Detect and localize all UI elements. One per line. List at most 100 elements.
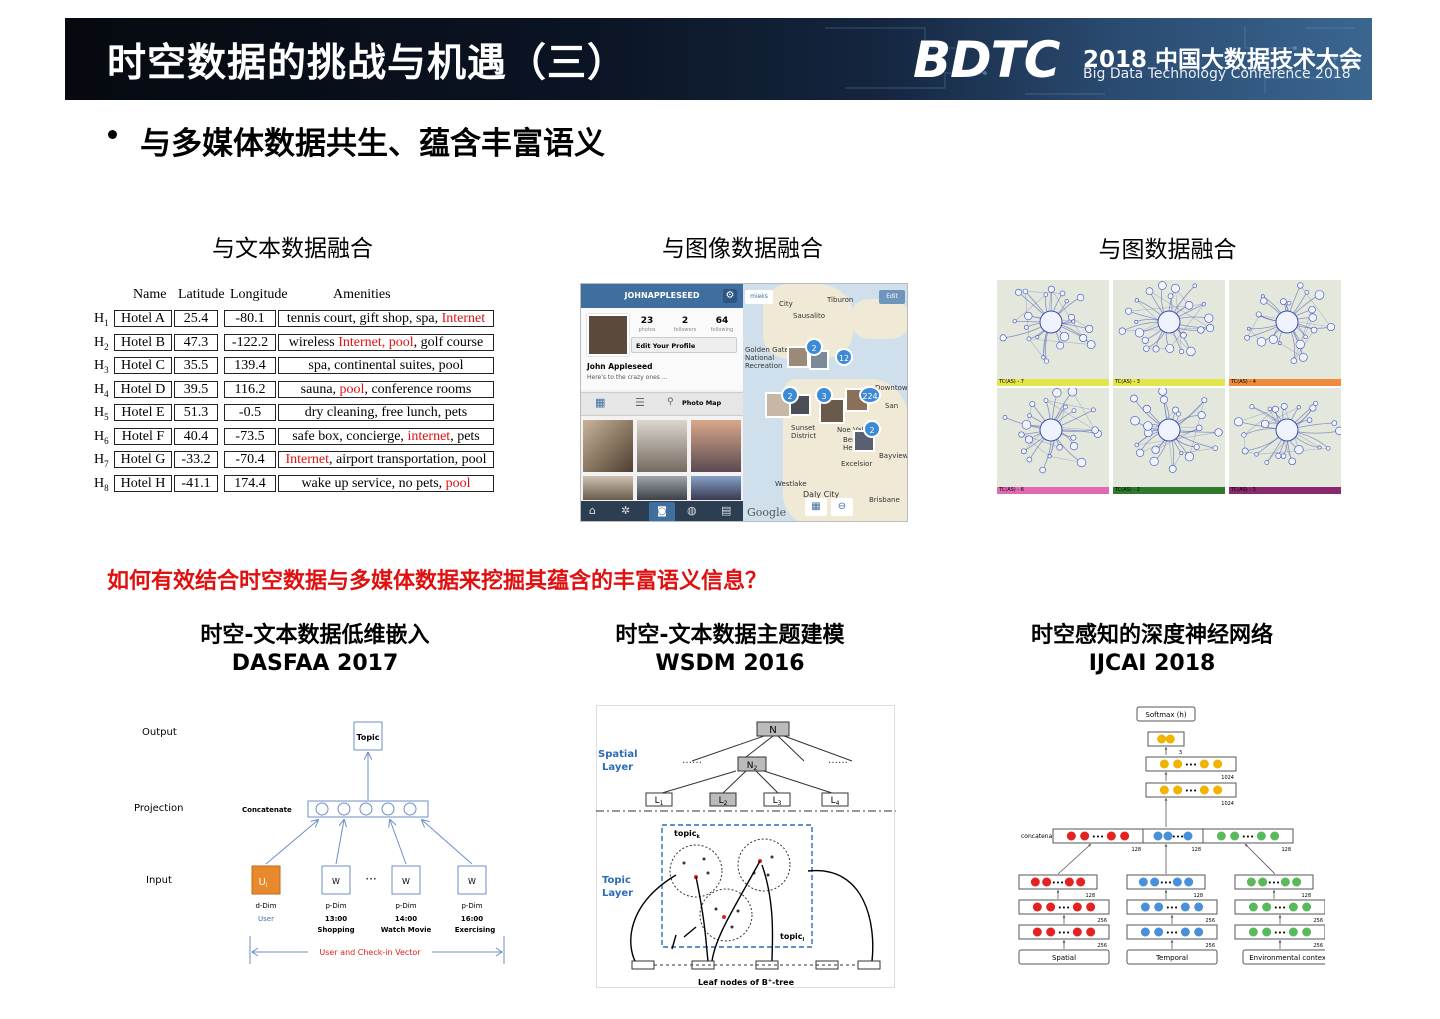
neuron xyxy=(1032,927,1042,937)
leaf-node xyxy=(763,792,791,807)
amenity-text: wake up service, no pets, xyxy=(301,475,446,491)
amenity-highlight: Internet, pool xyxy=(338,334,414,350)
followers-count: 2 xyxy=(681,316,689,326)
col-header-amenities: Amenities xyxy=(333,287,391,302)
checkin-time: 16:00 xyxy=(461,915,483,923)
user-label: User xyxy=(258,915,274,923)
map-edit-button[interactable]: Edit xyxy=(879,290,905,304)
hotel-id: H1 xyxy=(94,311,109,328)
avatar xyxy=(587,314,629,356)
map-label: San xyxy=(885,402,899,410)
method-venue: WSDM 2016 xyxy=(655,651,805,676)
neuron xyxy=(1248,927,1258,937)
branch-layer xyxy=(1126,874,1206,890)
graph-panel: TC(AS) - 2 xyxy=(1113,388,1225,494)
arrow-head xyxy=(1245,844,1248,847)
neuron xyxy=(1194,902,1204,912)
photo-thumbnail[interactable] xyxy=(637,476,687,500)
neuron xyxy=(1262,902,1272,912)
photo-thumbnail[interactable] xyxy=(583,476,633,500)
graph-panel: TC(AS) - 7 xyxy=(997,280,1109,386)
topic-arrows xyxy=(630,860,874,964)
edit-profile-button[interactable]: Edit Your Profile xyxy=(631,337,737,353)
news-icon[interactable]: ◍ xyxy=(687,504,697,517)
camera-icon[interactable]: ◙ xyxy=(649,502,675,521)
neuron xyxy=(1030,877,1040,887)
input-feature-box xyxy=(1126,949,1218,965)
profile-icon[interactable]: ▤ xyxy=(721,504,732,517)
neuron xyxy=(1194,927,1204,937)
explore-icon[interactable]: ✲ xyxy=(621,504,631,517)
hotel-id: H5 xyxy=(94,405,109,422)
grid-view-icon[interactable]: ▦ xyxy=(595,396,606,409)
home-icon[interactable]: ⌂ xyxy=(589,504,596,517)
grid-icon[interactable]: ▦ xyxy=(805,498,827,516)
neuron xyxy=(1159,785,1169,795)
photo-thumbnail[interactable] xyxy=(691,420,741,472)
map-count-pin[interactable]: 2 xyxy=(863,420,881,438)
neuron xyxy=(1172,877,1182,887)
map-view[interactable]: mieks Edit City Tiburon Sausalito Golden… xyxy=(743,284,908,521)
photo-thumbnail[interactable] xyxy=(583,420,633,472)
input-feature-label: Temporal xyxy=(1155,954,1188,962)
bullet-text: 与多媒体数据共生、蕴含丰富语义 xyxy=(140,126,605,162)
ellipsis: ••• xyxy=(1058,904,1070,912)
neuron xyxy=(1199,759,1209,769)
topic-box xyxy=(353,721,383,751)
photo-map-button[interactable]: Photo Map xyxy=(682,399,722,407)
map-user-chip[interactable]: mieks xyxy=(745,290,773,304)
map-count-pin[interactable]: 12 xyxy=(835,348,853,366)
map-label: Bayview xyxy=(879,452,908,460)
cell-amenities: dry cleaning, free lunch, pets xyxy=(278,404,494,421)
method-venue: IJCAI 2018 xyxy=(1088,651,1216,676)
neuron xyxy=(1248,902,1258,912)
map-photo-cluster[interactable] xyxy=(787,346,809,368)
dnn-diagram: Softmax (h) concatenate 3•••1024•••1024•… xyxy=(1018,706,1325,965)
arrow-head xyxy=(1164,798,1168,801)
neuron xyxy=(1213,785,1223,795)
map-label: Sunset District xyxy=(791,424,817,440)
map-count-pin[interactable]: 2 xyxy=(781,386,799,404)
svg-text:……: …… xyxy=(682,755,702,766)
graph-panel: TC(AS) - 5 xyxy=(1229,388,1341,494)
neuron xyxy=(1157,734,1167,744)
cell-lat: 35.5 xyxy=(174,357,218,374)
cell-lon: 139.4 xyxy=(224,357,276,374)
ellipsis: ••• xyxy=(1092,833,1104,841)
zoom-out-icon[interactable]: ⊖ xyxy=(831,498,853,516)
caption-bracket xyxy=(249,936,505,964)
projection-units xyxy=(315,802,417,816)
map-count-pin[interactable]: 3 xyxy=(815,386,833,404)
amenity-highlight: Internet xyxy=(441,311,486,326)
cell-lat: 39.5 xyxy=(174,380,218,398)
map-photo-cluster[interactable] xyxy=(765,392,791,418)
list-view-icon[interactable]: ☰ xyxy=(635,396,645,409)
profile-username: JOHNAPPLESEED xyxy=(581,284,743,308)
neuron xyxy=(1032,902,1042,912)
neuron xyxy=(1183,831,1193,841)
photo-thumbnail[interactable] xyxy=(691,476,741,500)
projection-label: Projection xyxy=(134,803,183,814)
arrow xyxy=(1244,843,1276,875)
map-label: Excelsior xyxy=(841,460,873,468)
amenity-highlight: internet xyxy=(407,428,451,444)
topic-layer-label: Topic xyxy=(602,875,631,886)
btree-leaf xyxy=(857,960,881,970)
amenity-text: sauna, xyxy=(300,381,340,397)
map-count-pin[interactable]: 224 xyxy=(859,386,881,404)
topic-layer-label: Layer xyxy=(602,888,633,899)
panel-title-image-fusion: 与图像数据融合 xyxy=(662,236,823,262)
checkin-vector-label: W xyxy=(402,877,410,886)
banner-circuit-pattern xyxy=(825,26,1355,95)
cell-lat: 47.3 xyxy=(174,333,218,351)
map-count-pin[interactable]: 2 xyxy=(805,338,823,356)
photo-thumbnail[interactable] xyxy=(637,420,687,472)
gear-icon[interactable]: ⚙ xyxy=(723,289,737,303)
network-graph xyxy=(1002,388,1102,474)
cell-name: Hotel H xyxy=(114,474,172,492)
neuron xyxy=(1140,927,1150,937)
neuron xyxy=(1288,902,1298,912)
map-label: Westlake xyxy=(775,480,807,488)
